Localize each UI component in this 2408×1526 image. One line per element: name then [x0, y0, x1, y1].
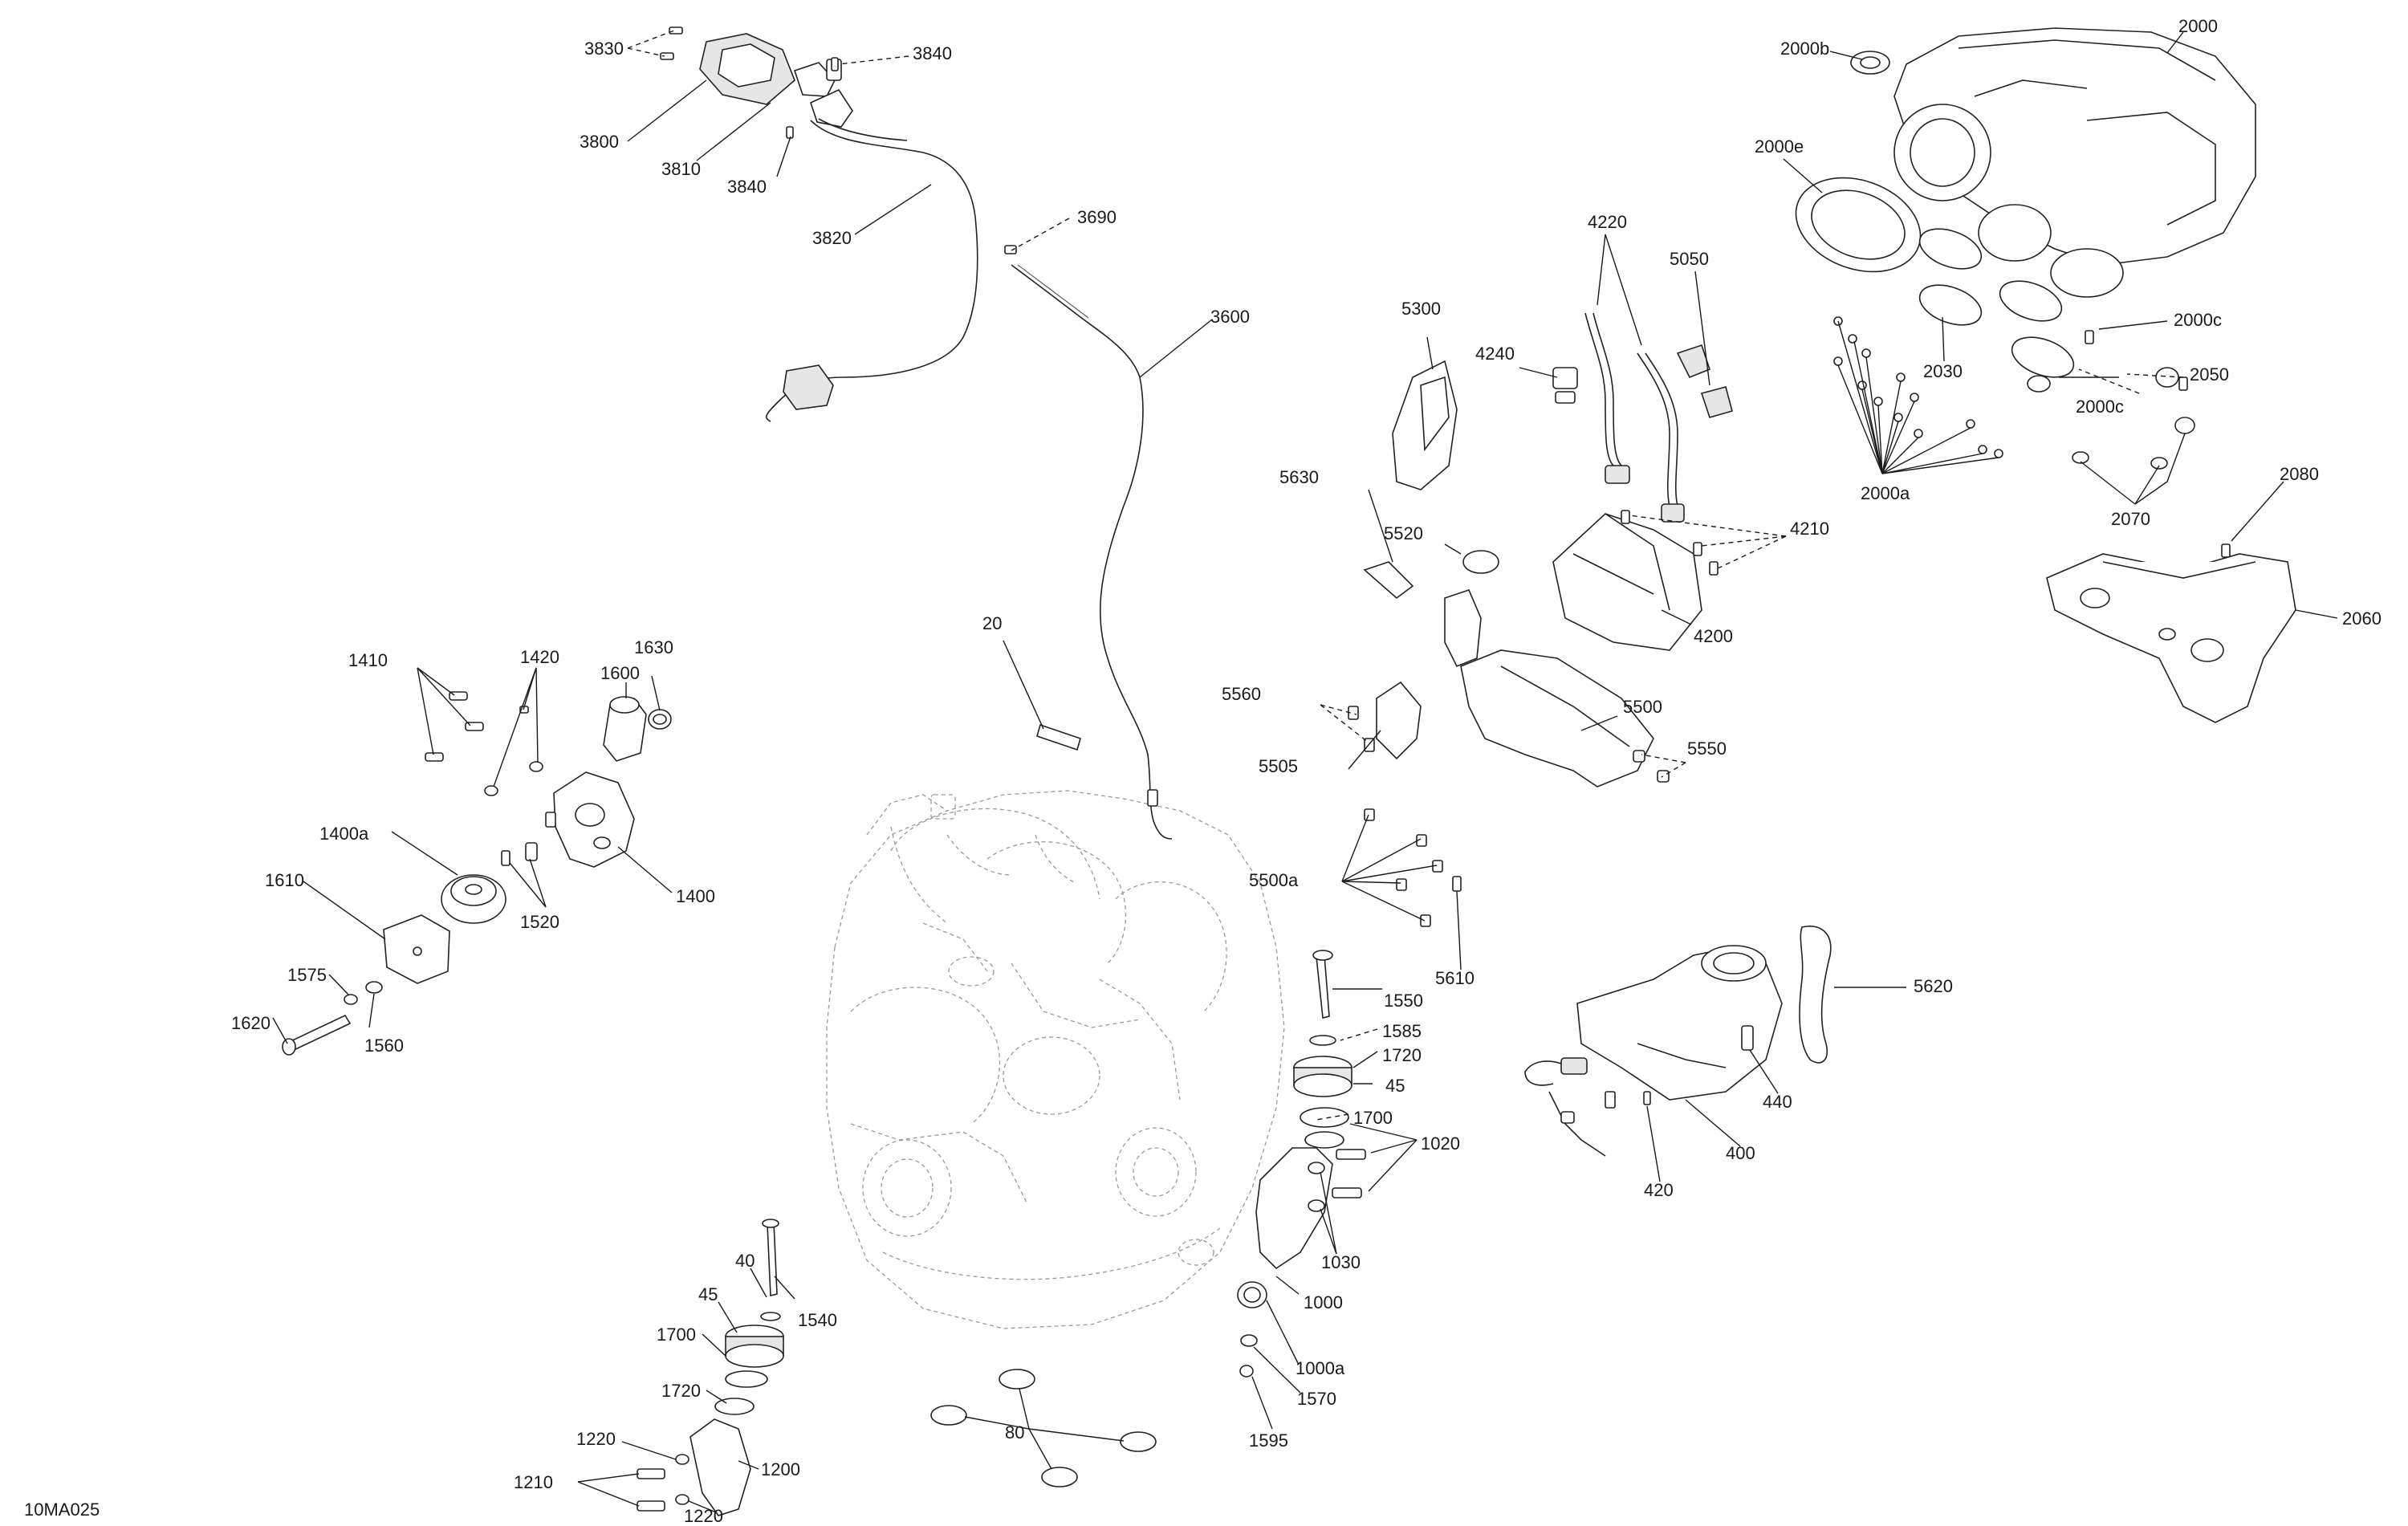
cover-5300	[1392, 360, 1458, 490]
callout-40: 40	[735, 1251, 755, 1271]
callout-1550: 1550	[1384, 991, 1423, 1011]
callout-5610: 5610	[1435, 968, 1474, 988]
engine-mount-1400	[425, 691, 672, 868]
callout-1000: 1000	[1304, 1292, 1343, 1312]
callout-1400: 1400	[676, 886, 715, 906]
rubber-mount-1400a	[282, 874, 506, 1056]
callout-2080: 2080	[2280, 464, 2319, 484]
callout-1210: 1210	[514, 1472, 553, 1492]
callout-3820: 3820	[812, 228, 852, 248]
callout-2070: 2070	[2111, 509, 2150, 529]
callout-1020: 1020	[1421, 1133, 1460, 1154]
callout-5050: 5050	[1670, 249, 1709, 269]
callout-5550: 5550	[1687, 739, 1727, 759]
callout-420: 420	[1644, 1180, 1674, 1200]
callout-5630: 5630	[1279, 467, 1319, 487]
callout-3800: 3800	[580, 132, 619, 152]
callout-440: 440	[1763, 1092, 1792, 1112]
callout-1700: 1700	[657, 1325, 696, 1345]
callout-1520: 1520	[520, 912, 559, 932]
callout-5500a: 5500a	[1249, 870, 1299, 890]
callout-1720: 1720	[1382, 1045, 1422, 1065]
callout-1630: 1630	[634, 637, 673, 657]
callout-3840: 3840	[727, 177, 767, 197]
callout-1000a: 1000a	[1296, 1358, 1345, 1378]
callout-5300: 5300	[1401, 299, 1441, 319]
reference-code: 10MA025	[24, 1500, 100, 1520]
callout-2000b: 2000b	[1780, 39, 1829, 59]
mount-stack-1000	[1237, 950, 1366, 1377]
callout-2060: 2060	[2342, 608, 2382, 629]
callout-1610: 1610	[265, 870, 304, 890]
callout-1030: 1030	[1321, 1252, 1361, 1272]
callout-3830: 3830	[584, 39, 624, 59]
callout-1410: 1410	[348, 650, 388, 670]
callout-1560: 1560	[364, 1036, 404, 1056]
callout-5620: 5620	[1914, 976, 1953, 996]
callout-80: 80	[1005, 1422, 1024, 1443]
callout-1600: 1600	[600, 663, 640, 683]
callout-1720: 1720	[661, 1381, 701, 1401]
callout-3600: 3600	[1210, 307, 1250, 327]
callout-20: 20	[982, 613, 1002, 633]
callout-2000: 2000	[2178, 16, 2218, 36]
bracket-2060	[2046, 543, 2296, 723]
callout-1220: 1220	[684, 1506, 723, 1526]
callout-3810: 3810	[661, 159, 701, 179]
callout-1700: 1700	[1353, 1108, 1393, 1128]
callout-5520: 5520	[1384, 523, 1423, 543]
callout-4240: 4240	[1475, 344, 1515, 364]
callout-1570: 1570	[1297, 1389, 1336, 1409]
intake-silencer-2000	[1795, 27, 2256, 378]
callout-1400a: 1400a	[319, 824, 369, 844]
callout-1575: 1575	[287, 965, 327, 985]
mount-stack-1200	[637, 1219, 784, 1516]
callout-45: 45	[1385, 1076, 1405, 1096]
callout-2030: 2030	[1923, 361, 1963, 381]
callout-45: 45	[698, 1284, 718, 1304]
engine-block-ghost	[826, 790, 1285, 1329]
callout-400: 400	[1726, 1143, 1755, 1163]
callout-2000e: 2000e	[1755, 136, 1804, 157]
callout-3690: 3690	[1077, 207, 1117, 227]
callout-5505: 5505	[1259, 756, 1298, 776]
callout-2050: 2050	[2190, 364, 2229, 385]
callout-4220: 4220	[1588, 212, 1627, 232]
callout-1420: 1420	[520, 647, 559, 667]
callout-1200: 1200	[761, 1459, 800, 1479]
callout-2000c: 2000c	[2174, 310, 2222, 330]
plugs-80	[930, 1369, 1157, 1487]
fasteners-5500a	[1364, 808, 1462, 927]
harness-4220	[1552, 312, 1733, 523]
callout-1585: 1585	[1382, 1021, 1422, 1041]
callout-1595: 1595	[1249, 1430, 1288, 1451]
actuator-400	[1524, 945, 1783, 1157]
callout-5560: 5560	[1222, 684, 1261, 704]
callout-4200: 4200	[1694, 626, 1733, 646]
cable-3600	[1004, 245, 1173, 840]
heat-shield-5620	[1799, 926, 1832, 1064]
bracket-5500	[1348, 550, 1670, 787]
sensor-assembly-3800	[660, 26, 978, 422]
callout-1540: 1540	[798, 1310, 837, 1330]
callout-2000a: 2000a	[1861, 483, 1910, 503]
callout-1220: 1220	[576, 1429, 616, 1449]
tube-20	[1036, 723, 1081, 751]
leader-lines	[272, 30, 2338, 1513]
callout-1620: 1620	[231, 1013, 270, 1033]
callout-5500: 5500	[1623, 697, 1662, 717]
callout-4210: 4210	[1790, 519, 1829, 539]
callout-3840: 3840	[913, 43, 952, 63]
callout-labels: 3830 3840 3800 3810 3840 3820 3690 3600 …	[231, 16, 2382, 1526]
ecu-4200	[1552, 510, 1719, 651]
callout-2000c: 2000c	[2076, 397, 2124, 417]
